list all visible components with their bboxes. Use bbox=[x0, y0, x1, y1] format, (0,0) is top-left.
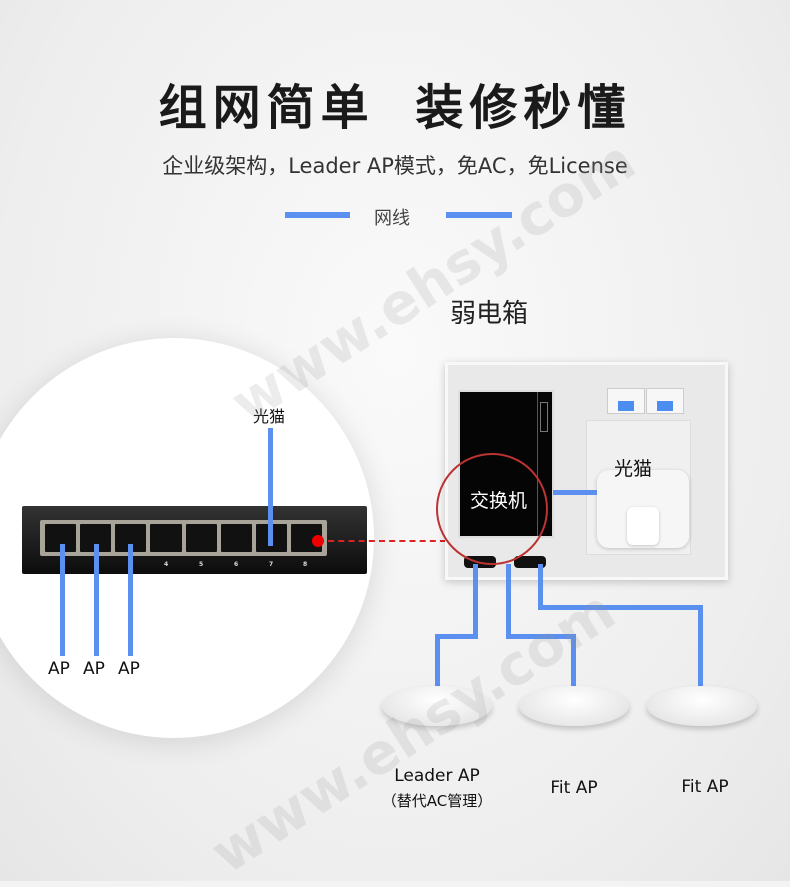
zoom-pointer-dot bbox=[312, 535, 324, 547]
cable-fit-ap-2 bbox=[698, 605, 703, 692]
port-number: 6 bbox=[234, 561, 239, 568]
cable-fit-ap-2 bbox=[538, 605, 703, 610]
cable-leader-ap bbox=[435, 634, 478, 639]
leader-ap-note: （替代AC管理） bbox=[381, 792, 493, 810]
box-modem-label: 光猫 bbox=[614, 458, 653, 480]
leader-ap-device bbox=[382, 686, 492, 726]
ap-label: AP bbox=[83, 659, 105, 679]
port-number: 5 bbox=[199, 561, 204, 568]
switch-modem-cable bbox=[553, 490, 597, 495]
ap-label: AP bbox=[48, 659, 70, 679]
switch-highlight-circle bbox=[436, 453, 548, 565]
power-outlet bbox=[646, 388, 684, 414]
ap-cable-1 bbox=[60, 544, 65, 656]
detail-modem-cable-front bbox=[268, 428, 273, 546]
port-number: 8 bbox=[303, 561, 308, 568]
detail-modem-label: 光猫 bbox=[253, 407, 286, 426]
port-6 bbox=[220, 524, 252, 552]
cable-fit-ap-1 bbox=[571, 634, 576, 692]
cable-fit-ap-1 bbox=[506, 634, 576, 639]
ap-label: AP bbox=[118, 659, 140, 679]
port-4 bbox=[150, 524, 182, 552]
legend-label: 网线 bbox=[374, 208, 410, 229]
legend-line-left bbox=[285, 212, 350, 218]
fit-ap-label: Fit AP bbox=[681, 777, 729, 797]
page-title: 组网简单 装修秒懂 bbox=[158, 80, 632, 136]
port-number: 7 bbox=[269, 561, 274, 568]
zoom-pointer-line bbox=[318, 540, 446, 542]
fit-ap-device bbox=[519, 686, 629, 726]
cable-leader-ap bbox=[473, 564, 478, 639]
cable-fit-ap-2 bbox=[538, 564, 543, 610]
ap-cable-3 bbox=[128, 544, 133, 656]
ap-cable-2 bbox=[94, 544, 99, 656]
weak-box-title: 弱电箱 bbox=[450, 299, 529, 329]
port-number: 4 bbox=[164, 561, 169, 568]
fit-ap-device bbox=[647, 686, 757, 726]
cable-leader-ap bbox=[435, 634, 440, 692]
power-outlet bbox=[607, 388, 645, 414]
legend-line-right bbox=[446, 212, 512, 218]
leader-ap-label: Leader AP bbox=[394, 766, 480, 786]
switch-port-panel bbox=[40, 520, 327, 556]
page-subtitle: 企业级架构，Leader AP模式，免AC，免License bbox=[162, 154, 628, 178]
port-5 bbox=[185, 524, 217, 552]
cable-fit-ap-1 bbox=[506, 564, 511, 639]
fit-ap-label: Fit AP bbox=[550, 778, 598, 798]
modem-stand bbox=[627, 507, 659, 545]
